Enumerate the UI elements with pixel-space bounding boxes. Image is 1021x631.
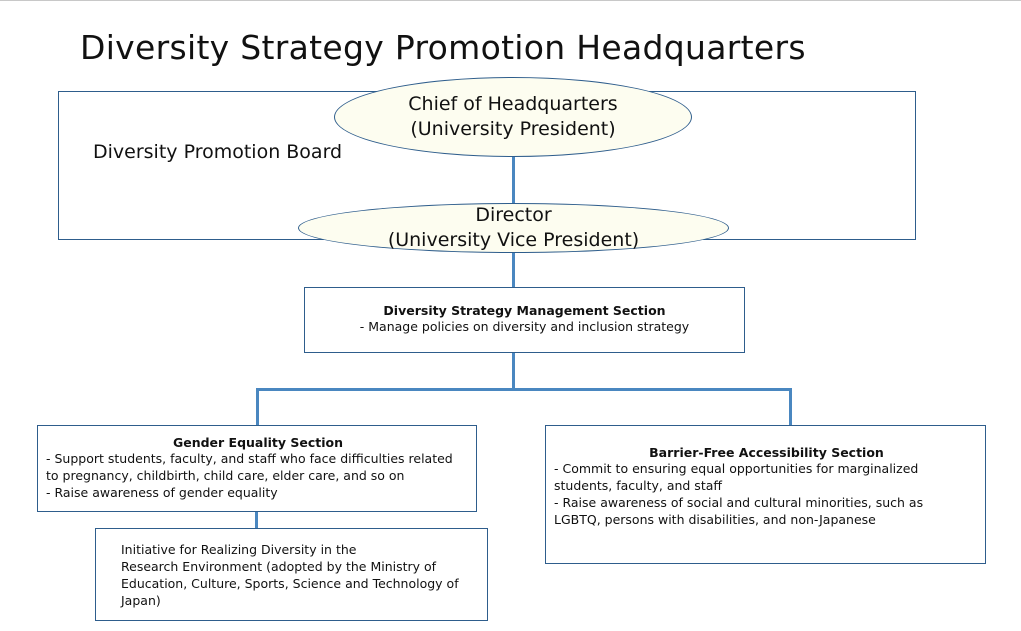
connector-management-branch: [512, 352, 515, 390]
gender-section-line: - Support students, faculty, and staff w…: [46, 451, 453, 466]
barrier-section-line: - Raise awareness of social and cultural…: [554, 495, 924, 510]
connector-horizontal-branch: [256, 388, 792, 391]
connector-director-management: [512, 252, 515, 288]
connector-to-barrier: [789, 388, 792, 426]
gender-section-line: to pregnancy, childbirth, child care, el…: [46, 468, 405, 483]
chief-title: Chief of Headquarters: [408, 93, 618, 115]
barrier-section-line: - Commit to ensuring equal opportunities…: [554, 461, 919, 476]
director-subtitle: (University Vice President): [387, 229, 640, 251]
barrier-section-line: students, faculty, and staff: [554, 478, 722, 493]
director-oval: Director (University Vice President): [298, 203, 729, 253]
gender-section-line: - Raise awareness of gender equality: [46, 485, 278, 500]
initiative-line: Education, Culture, Sports, Science and …: [121, 576, 459, 591]
initiative-line: Initiative for Realizing Diversity in th…: [121, 542, 357, 557]
barrier-section-line: LGBTQ, persons with disabilities, and no…: [554, 512, 876, 527]
gender-section-title: Gender Equality Section: [172, 435, 344, 450]
initiative-box: Initiative for Realizing Diversity in th…: [95, 528, 488, 621]
initiative-line: Research Environment (adopted by the Min…: [121, 559, 437, 574]
chief-oval: Chief of Headquarters (University Presid…: [334, 77, 692, 157]
chief-subtitle: (University President): [410, 118, 616, 140]
connector-chief-director: [512, 156, 515, 204]
connector-to-gender: [256, 388, 259, 426]
barrier-section-title: Barrier-Free Accessibility Section: [649, 445, 884, 460]
top-divider: [0, 0, 1021, 1]
management-section-box: Diversity Strategy Management Section - …: [304, 287, 745, 353]
gender-equality-section-box: Gender Equality Section - Support studen…: [37, 425, 477, 512]
barrier-free-section-box: Barrier-Free Accessibility Section - Com…: [545, 425, 986, 564]
board-label: Diversity Promotion Board: [93, 141, 343, 163]
management-section-title: Diversity Strategy Management Section: [383, 303, 666, 318]
initiative-line: Japan): [121, 593, 161, 608]
connector-gender-initiative: [255, 511, 258, 529]
director-title: Director: [475, 204, 552, 226]
page-title: Diversity Strategy Promotion Headquarter…: [80, 28, 806, 67]
management-section-item: - Manage policies on diversity and inclu…: [359, 319, 690, 334]
